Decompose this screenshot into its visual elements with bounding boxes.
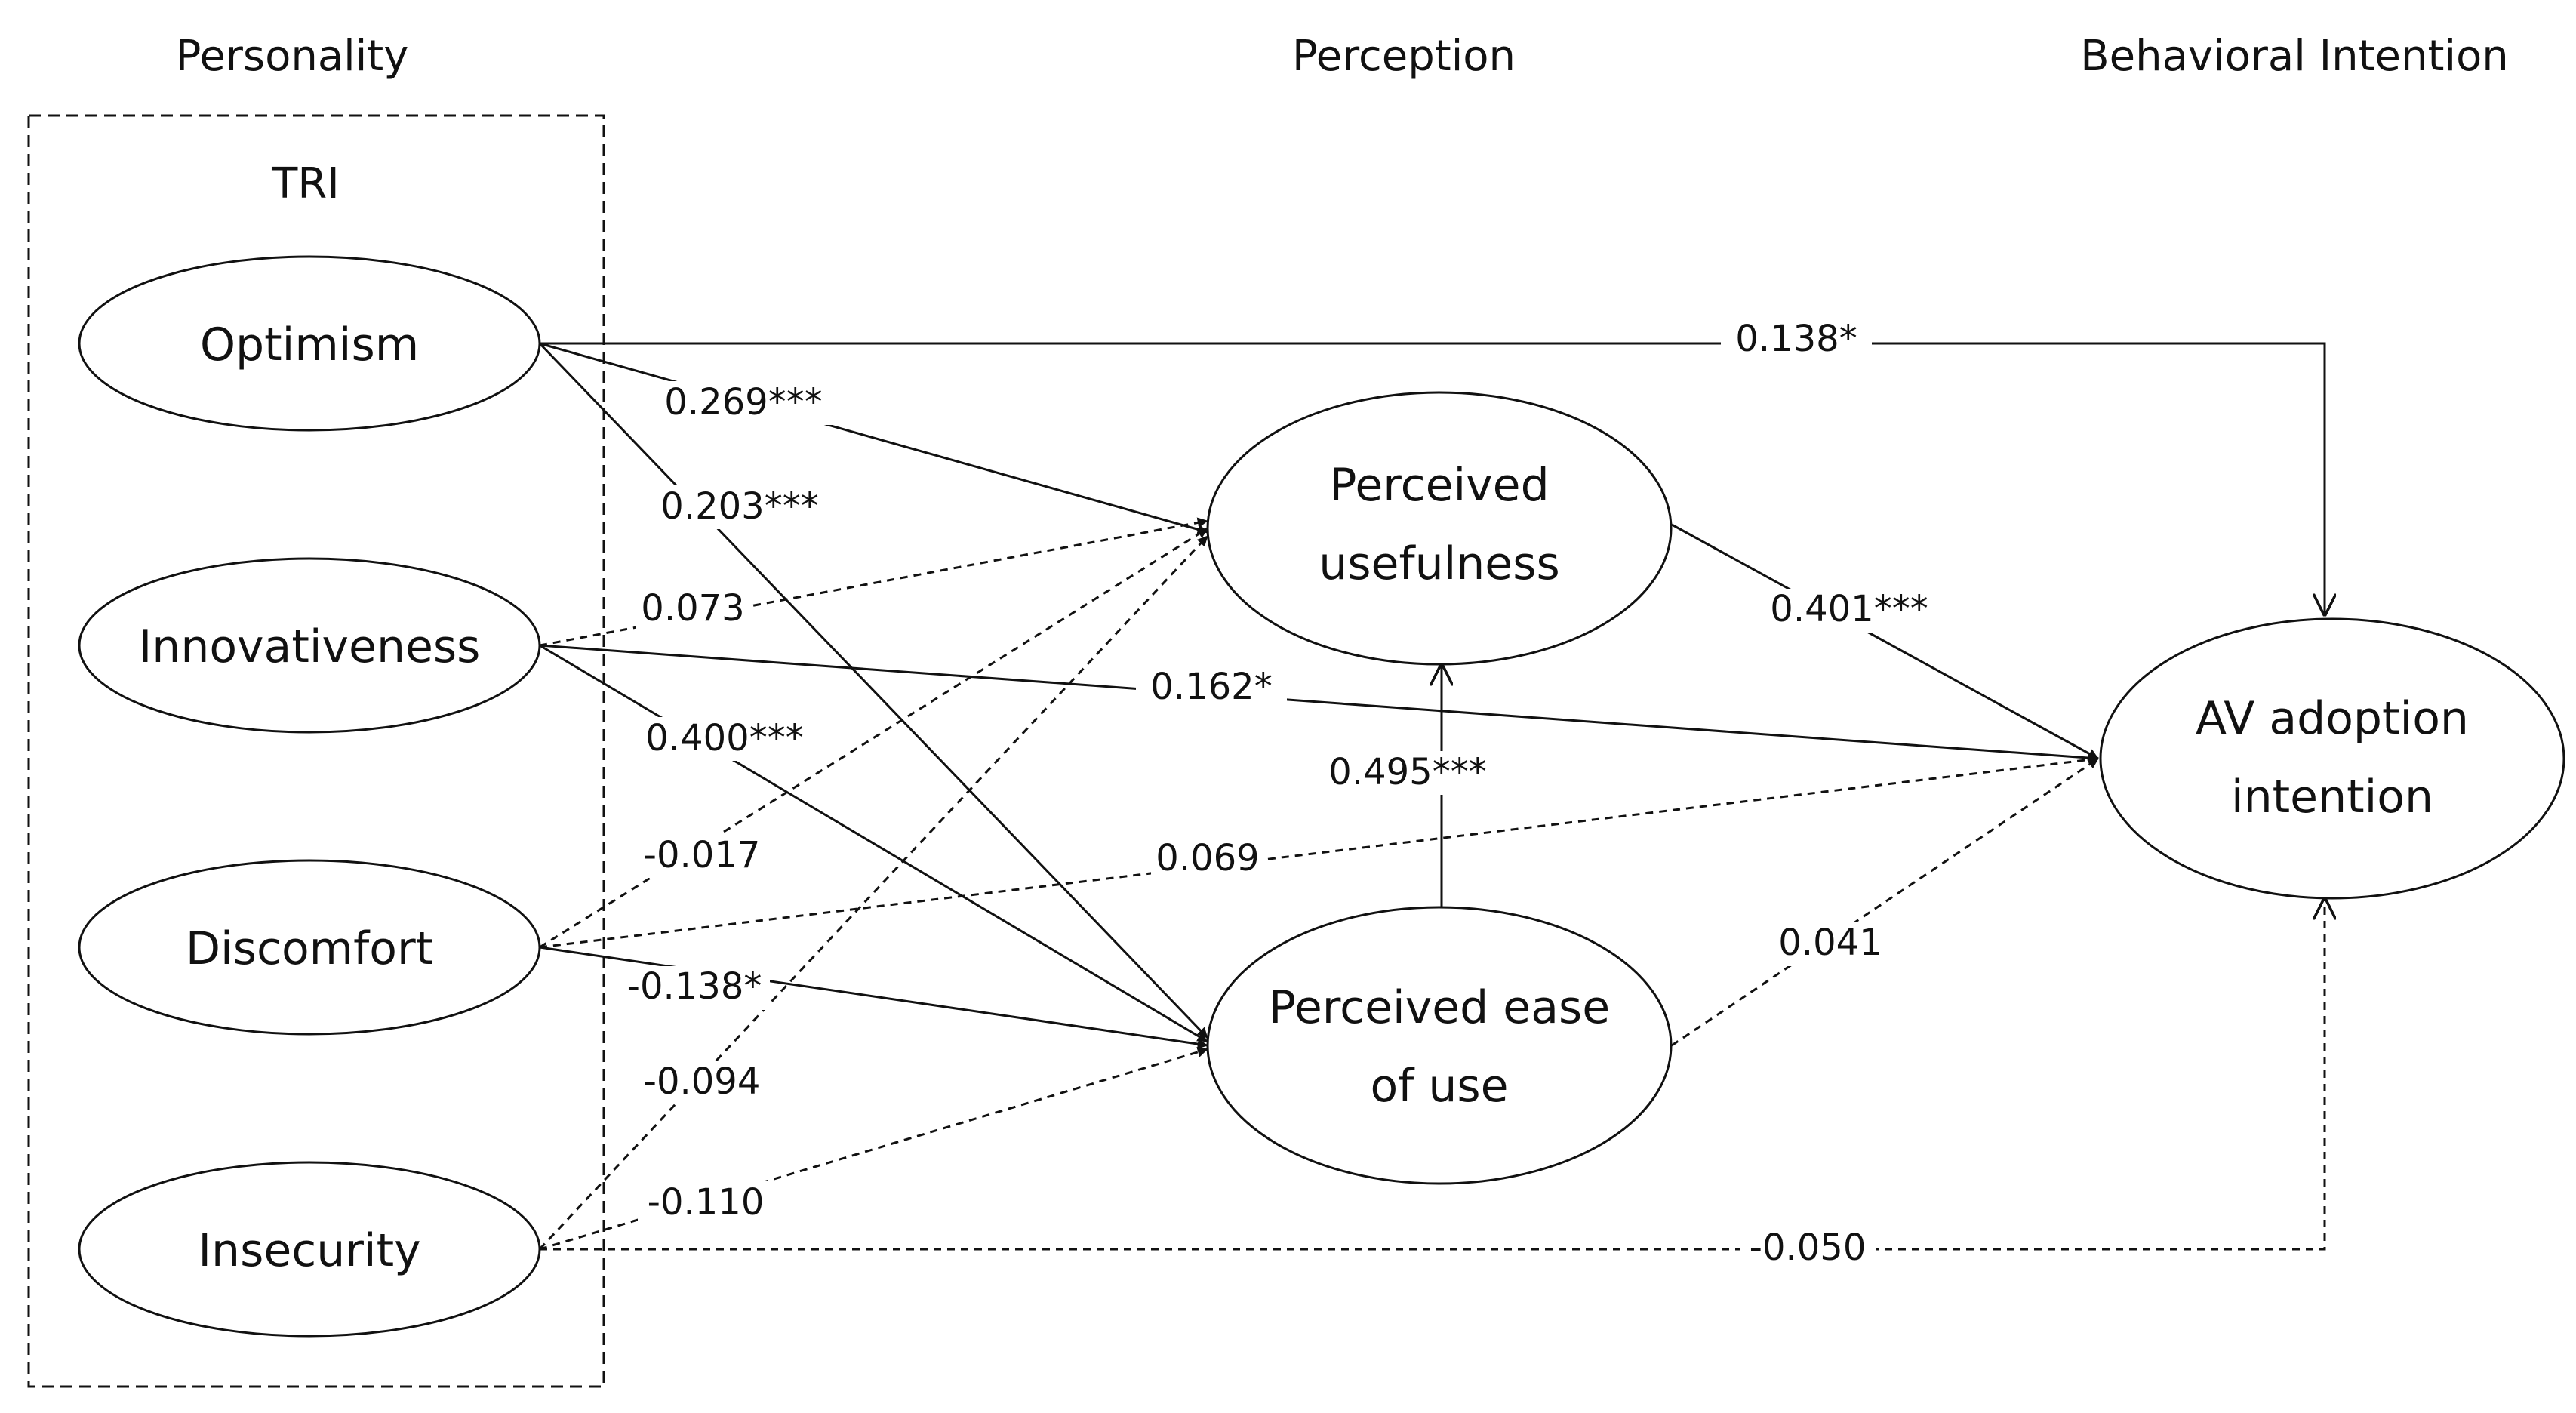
header-personality: Personality bbox=[176, 32, 409, 81]
path-insecurity-pu bbox=[538, 534, 1209, 1251]
node-optimism bbox=[78, 255, 541, 432]
coef-optimism-peou: 0.203*** bbox=[660, 485, 818, 528]
coef-innovativeness-av: 0.162* bbox=[1150, 666, 1272, 708]
coef-162: 0.162* bbox=[1136, 666, 1287, 710]
node-perceived-usefulness bbox=[1206, 391, 1673, 666]
coef-pu-av: 0.401*** bbox=[1770, 588, 1928, 630]
label-pu-line2: usefulness bbox=[1319, 537, 1559, 590]
coef-401: 0.401*** bbox=[1759, 588, 1940, 633]
nodes bbox=[78, 255, 2565, 1338]
coef-094: -0.094 bbox=[634, 1061, 770, 1104]
coef-041: 0.041 bbox=[1774, 922, 1887, 966]
coef-073: 0.073 bbox=[636, 587, 749, 631]
coef-insecurity-av: -0.050 bbox=[1750, 1227, 1867, 1269]
coef-017: -0.017 bbox=[634, 834, 770, 878]
path-optimism-av bbox=[540, 342, 2325, 615]
tri-group-label: TRI bbox=[271, 159, 340, 208]
node-insecurity bbox=[78, 1161, 541, 1338]
path-peou-av bbox=[1671, 757, 2099, 1047]
coef-269: 0.269*** bbox=[653, 381, 834, 425]
header-behavioral-intention: Behavioral Intention bbox=[2080, 32, 2509, 81]
tri-group-box bbox=[27, 114, 605, 1388]
coef-138n: -0.138* bbox=[619, 965, 770, 1010]
path-discomfort-peou bbox=[539, 946, 1208, 1049]
label-av-line2: intention bbox=[2231, 771, 2433, 823]
coef-050: -0.050 bbox=[1740, 1227, 1876, 1270]
label-peou-line2: of use bbox=[1370, 1060, 1508, 1113]
coef-discomfort-peou: -0.138* bbox=[627, 965, 762, 1008]
coef-innovativeness-pu: 0.073 bbox=[641, 587, 744, 630]
coef-peou-pu: 0.495*** bbox=[1328, 751, 1486, 793]
node-innovativeness bbox=[78, 557, 541, 734]
coef-495: 0.495*** bbox=[1317, 751, 1498, 795]
label-av-line1: AV adoption bbox=[2196, 692, 2469, 745]
coef-innovativeness-peou: 0.400*** bbox=[645, 717, 803, 759]
label-innovativeness: Innovativeness bbox=[139, 620, 481, 673]
path-optimism-peou bbox=[538, 342, 1209, 1039]
coef-400: 0.400*** bbox=[634, 717, 815, 761]
node-av-adoption-intention bbox=[2099, 617, 2565, 900]
path-insecurity-av bbox=[540, 898, 2325, 1251]
coef-discomfort-pu: -0.017 bbox=[644, 834, 761, 876]
label-discomfort: Discomfort bbox=[186, 922, 433, 975]
coef-203: 0.203*** bbox=[649, 485, 830, 529]
node-perceived-ease-of-use bbox=[1206, 906, 1673, 1185]
label-optimism: Optimism bbox=[200, 319, 419, 371]
coef-138: 0.138* bbox=[1721, 318, 1872, 362]
coef-discomfort-av: 0.069 bbox=[1156, 837, 1259, 879]
path-discomfort-pu bbox=[539, 527, 1208, 949]
path-discomfort-av bbox=[539, 754, 2099, 949]
path-optimism-pu bbox=[539, 342, 1208, 535]
coef-insecurity-peou: -0.110 bbox=[648, 1181, 765, 1224]
coef-optimism-av: 0.138* bbox=[1735, 318, 1857, 360]
label-peou-line1: Perceived ease bbox=[1269, 981, 1610, 1034]
node-discomfort bbox=[78, 859, 541, 1036]
coef-optimism-pu: 0.269*** bbox=[664, 381, 822, 423]
coef-peou-av: 0.041 bbox=[1778, 922, 1882, 964]
path-innovativeness-av bbox=[539, 644, 2099, 764]
header-perception: Perception bbox=[1292, 32, 1516, 81]
coef-110: -0.110 bbox=[638, 1181, 774, 1225]
coef-069: 0.069 bbox=[1151, 837, 1264, 882]
label-pu-line1: Perceived bbox=[1329, 459, 1549, 512]
coef-insecurity-pu: -0.094 bbox=[644, 1061, 761, 1103]
path-pu-av bbox=[1671, 523, 2099, 760]
label-insecurity: Insecurity bbox=[198, 1224, 420, 1277]
path-innovativeness-peou bbox=[539, 644, 1208, 1043]
